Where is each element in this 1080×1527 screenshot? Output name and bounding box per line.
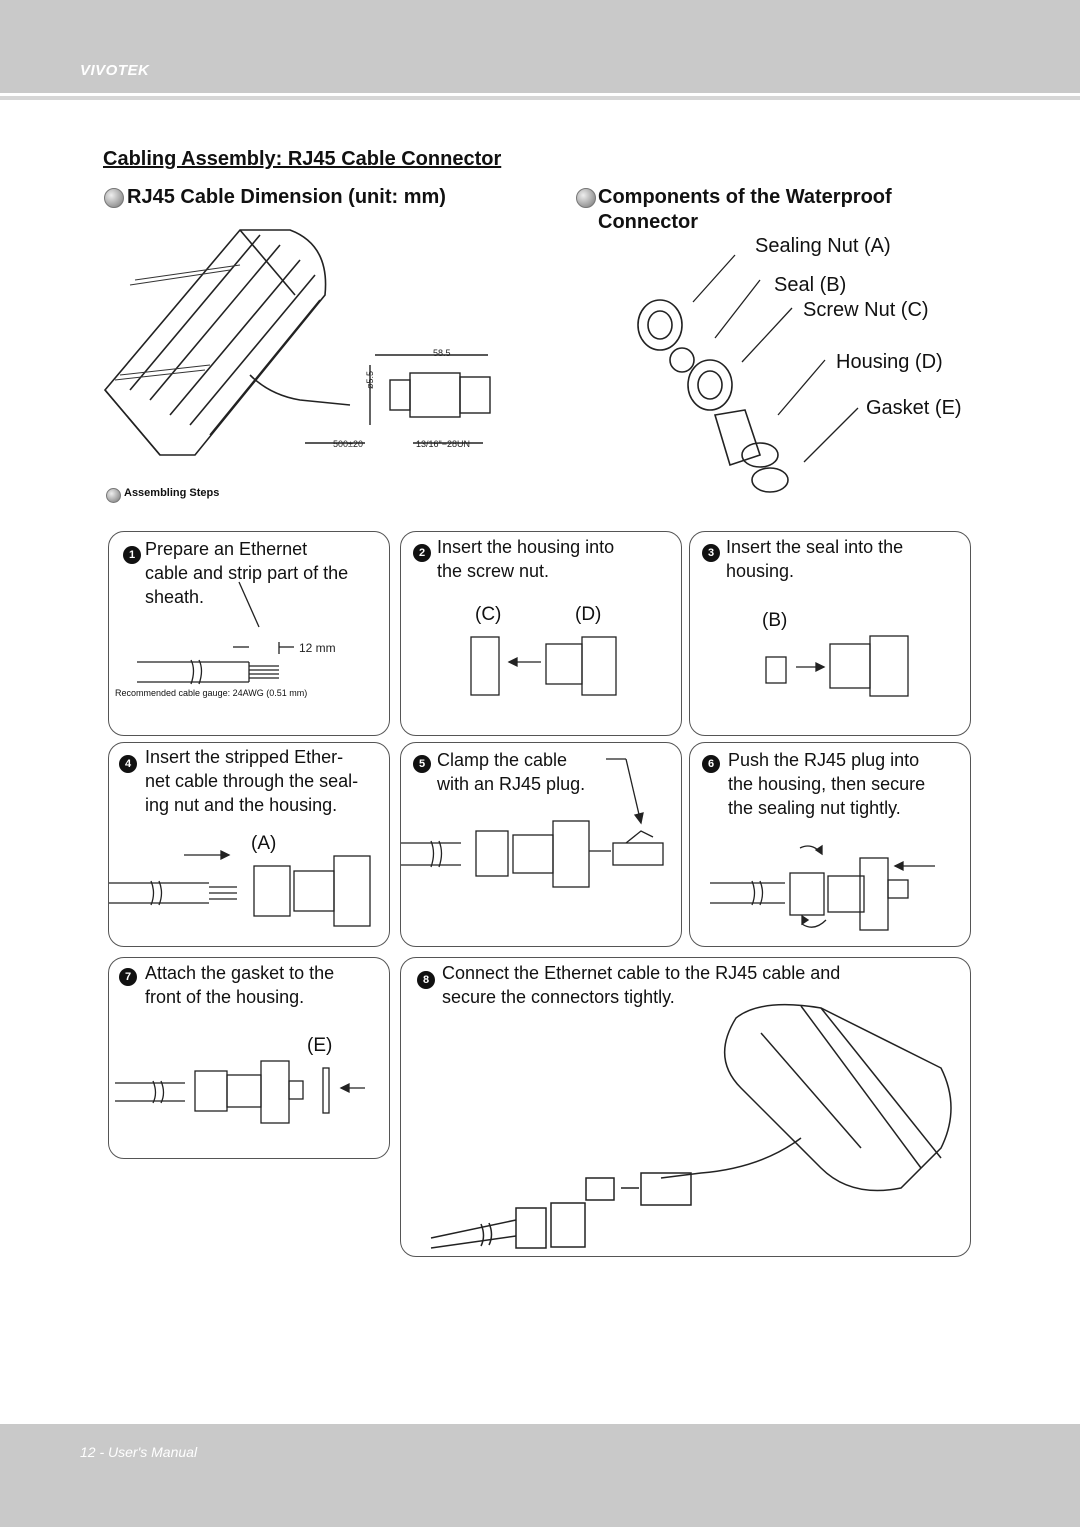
step-number: 5 [413, 755, 431, 773]
label-sealing-nut: Sealing Nut (A) [755, 235, 891, 257]
header-divider [0, 96, 1080, 100]
step-text: Insert the stripped Ether-net cable thro… [145, 747, 359, 815]
label-housing: Housing (D) [836, 351, 943, 373]
stripped-cable-drawing [109, 849, 371, 927]
cable-gauge-note: Recommended cable gauge: 24AWG (0.51 mm) [115, 688, 308, 698]
dimension-diameter: ø5.5 [365, 371, 375, 389]
step-number: 2 [413, 544, 431, 562]
seal-housing-drawing [765, 635, 909, 697]
dimension-heading: RJ45 Cable Dimension (unit: mm) [127, 186, 446, 208]
components-heading-line1: Components of the Waterproof [598, 186, 892, 208]
bullet-icon [104, 188, 124, 208]
camera-dimension-drawing: 58.5 ø5.5 500±20 13/16"−28UN [103, 229, 491, 456]
rj45-plug-drawing [401, 758, 664, 888]
dimension-length: 58.5 [433, 348, 451, 358]
label-c: (C) [475, 604, 502, 625]
step-panel-4: 4 Insert the stripped Ether-net cable th… [108, 742, 390, 947]
assembling-heading: Assembling Steps [124, 487, 220, 499]
dimension-cable-length: 500±20 [333, 439, 363, 449]
label-b: (B) [762, 610, 788, 631]
label-a: (A) [251, 833, 277, 854]
exploded-components-drawing [637, 254, 859, 493]
step-number: 1 [123, 546, 141, 564]
step-number: 6 [702, 755, 720, 773]
components-heading-line2: Connector [598, 211, 698, 233]
footer-page-label: 12 - User's Manual [80, 1444, 198, 1460]
page-footer [0, 1424, 1080, 1527]
step-panel-8: 8 Connect the Ethernet cable to the RJ45… [400, 957, 971, 1257]
label-gasket: Gasket (E) [866, 397, 962, 419]
label-e: (E) [307, 1035, 333, 1056]
page-header [0, 0, 1080, 93]
step-number: 4 [119, 755, 137, 773]
strip-cable-drawing: 12 mm [137, 581, 336, 685]
housing-screw-nut-drawing [470, 636, 617, 696]
connect-camera-drawing [430, 1003, 952, 1249]
bullet-icon [106, 488, 121, 503]
label-seal: Seal (B) [774, 274, 847, 296]
label-screw-nut: Screw Nut (C) [803, 299, 929, 321]
step-number: 8 [417, 971, 435, 989]
gasket-housing-drawing [115, 1060, 365, 1124]
strip-measurement: 12 mm [299, 641, 336, 655]
label-d: (D) [575, 604, 602, 625]
dimension-thread: 13/16"−28UN [416, 439, 470, 449]
page-title: Cabling Assembly: RJ45 Cable Connector [103, 148, 502, 170]
step-number: 7 [119, 968, 137, 986]
bullet-icon [576, 188, 596, 208]
brand-logo: VIVOTEK [80, 62, 150, 79]
push-plug-drawing [710, 844, 935, 931]
step-text: Connect the Ethernet cable to the RJ45 c… [442, 963, 841, 1007]
step-number: 3 [702, 544, 720, 562]
